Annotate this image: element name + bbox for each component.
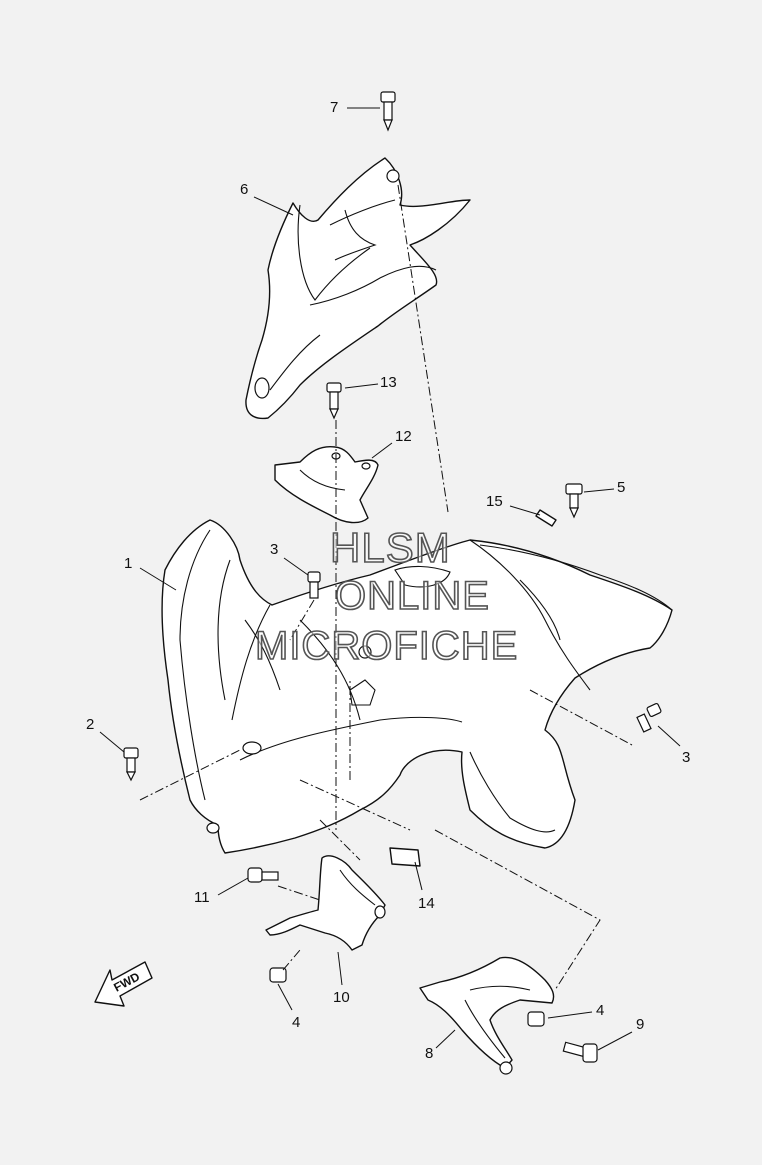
callout-4-right[interactable]: 4 [596, 1002, 605, 1019]
callout-10[interactable]: 10 [333, 989, 350, 1006]
part-9-bolt[interactable] [562, 1041, 598, 1063]
callout-3-right[interactable]: 3 [682, 749, 691, 766]
callout-7[interactable]: 7 [330, 99, 339, 116]
alignment-lines [139, 184, 633, 991]
part-15-clip[interactable] [535, 509, 557, 527]
callout-12[interactable]: 12 [395, 428, 412, 445]
callout-15[interactable]: 15 [486, 493, 503, 510]
part-2-screw[interactable] [123, 747, 139, 782]
part-14-pad[interactable] [389, 847, 421, 867]
callout-8[interactable]: 8 [425, 1045, 434, 1062]
fwd-arrow-icon [94, 961, 153, 1007]
part-4-nut-right[interactable] [527, 1011, 545, 1027]
watermark-line-2: ONLINE [334, 573, 490, 619]
callout-1[interactable]: 1 [124, 555, 133, 572]
part-13-screw[interactable] [326, 382, 342, 420]
part-3-screw-left[interactable] [307, 571, 321, 599]
part-11-screw[interactable] [247, 867, 279, 883]
part-6-headlight-cover[interactable] [245, 157, 471, 420]
part-8-stay[interactable] [419, 956, 555, 1075]
callout-14[interactable]: 14 [418, 895, 435, 912]
part-3-screw-right[interactable] [636, 702, 662, 733]
callout-3-left[interactable]: 3 [270, 541, 279, 558]
part-10-stay[interactable] [265, 855, 386, 951]
callout-6[interactable]: 6 [240, 181, 249, 198]
leader-lines [99, 107, 681, 1051]
callout-2[interactable]: 2 [86, 716, 95, 733]
callout-4-left[interactable]: 4 [292, 1014, 301, 1031]
part-4-nut-left[interactable] [269, 967, 287, 983]
callout-9[interactable]: 9 [636, 1016, 645, 1033]
part-7-screw[interactable] [380, 91, 396, 132]
part-12-bracket[interactable] [274, 445, 379, 524]
callout-5[interactable]: 5 [617, 479, 626, 496]
part-1-front-fender[interactable] [161, 519, 673, 854]
callout-13[interactable]: 13 [380, 374, 397, 391]
part-5-screw[interactable] [565, 483, 583, 519]
callout-11[interactable]: 11 [194, 889, 210, 906]
watermark-line-3: MICROFICHE [254, 623, 519, 669]
watermark-line-1: HLSM [329, 523, 451, 572]
